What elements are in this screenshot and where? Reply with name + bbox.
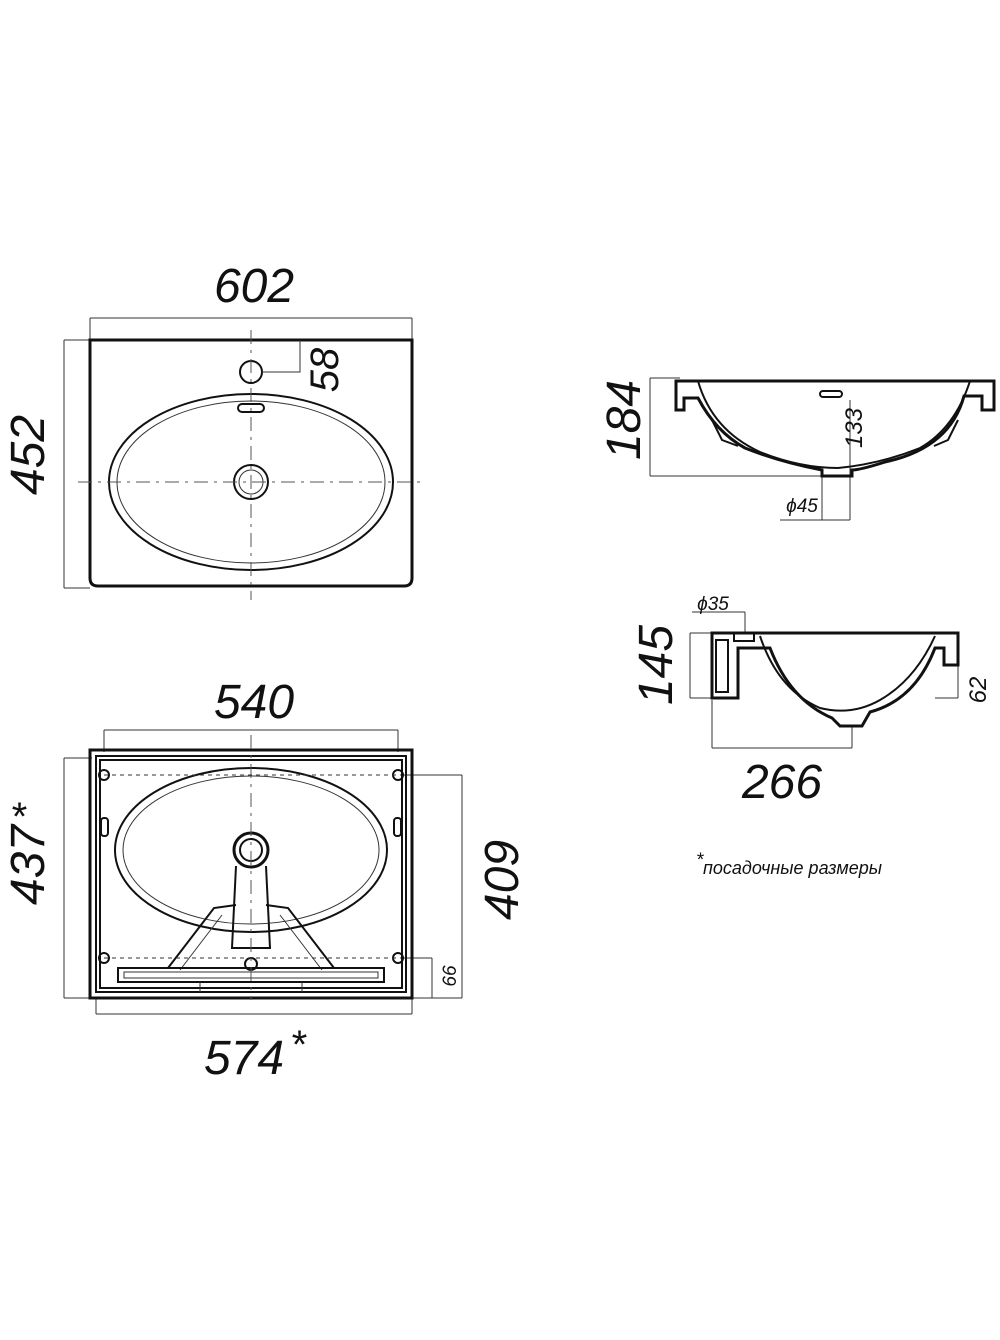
overflow-diameter-label: ϕ35 bbox=[697, 594, 729, 615]
mount-slot bbox=[100, 817, 109, 837]
top-width-label: 602 bbox=[214, 260, 294, 313]
mount-width-star: * bbox=[290, 1023, 307, 1067]
overflow-hole bbox=[733, 632, 755, 642]
basin-outline bbox=[88, 338, 414, 588]
bottom-depth-label: 437 bbox=[2, 823, 55, 905]
mount-slot bbox=[393, 817, 402, 837]
overflow-slot bbox=[819, 390, 843, 398]
support-rib-left bbox=[167, 904, 237, 969]
offset-label: 62 bbox=[965, 677, 992, 704]
bowl-underside-outer bbox=[114, 767, 388, 933]
basin-section-inner bbox=[697, 380, 971, 470]
drain-column bbox=[230, 865, 272, 949]
mount-hole bbox=[98, 952, 110, 964]
footnote: * посадочные размеры bbox=[696, 850, 882, 878]
overflow-channel bbox=[715, 639, 729, 693]
tap-offset-leader bbox=[262, 340, 301, 373]
side2-height-label: 145 bbox=[630, 625, 683, 705]
top-depth-label: 452 bbox=[2, 415, 55, 495]
mount-width-label: 574 bbox=[204, 1032, 284, 1085]
bracket-label: 66 bbox=[440, 965, 461, 987]
bottom-inner-width-label: 540 bbox=[214, 676, 294, 729]
overflow-slot bbox=[237, 403, 265, 413]
support-rib-right bbox=[265, 904, 335, 969]
footnote-star: * bbox=[696, 850, 704, 871]
mount-depth-label: 409 bbox=[476, 840, 529, 920]
side-view-side: 145 ϕ35 62 266 bbox=[630, 594, 992, 809]
side2-width-label: 266 bbox=[741, 756, 822, 809]
bottom-depth-star: * bbox=[10, 795, 27, 839]
side-height-label: 184 bbox=[598, 380, 651, 460]
top-view: 602 452 58 bbox=[2, 260, 424, 600]
basin-section-outer bbox=[710, 631, 960, 728]
mount-hole bbox=[98, 769, 110, 781]
basin-section-outer bbox=[674, 379, 996, 478]
inner-depth-label: 133 bbox=[841, 407, 868, 448]
footnote-text: посадочные размеры bbox=[703, 858, 882, 878]
tap-offset-label: 58 bbox=[303, 347, 347, 392]
basin-section-inner bbox=[759, 635, 936, 712]
drain-diameter-label: ϕ45 bbox=[786, 496, 818, 517]
bottom-view: 540 437 * 409 66 574 * bbox=[2, 676, 529, 1085]
side-view-front: 184 133 ϕ45 bbox=[598, 377, 996, 521]
